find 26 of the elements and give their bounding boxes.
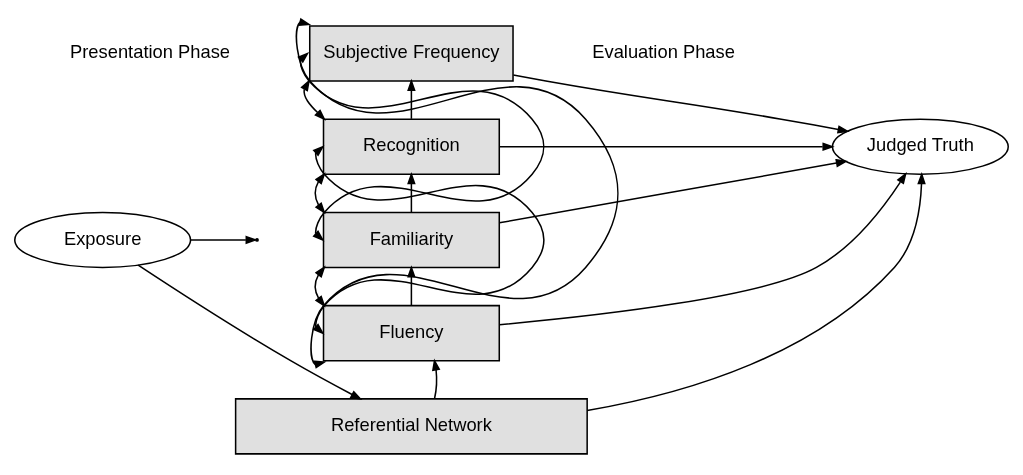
- arrow: [137, 263, 363, 400]
- arrow: [431, 357, 441, 399]
- arrow: [297, 51, 545, 241]
- arrow: [314, 265, 326, 307]
- arrow: [314, 171, 326, 214]
- arrow: [407, 171, 416, 213]
- arrow: [407, 78, 416, 120]
- node-box: Familiarity: [322, 211, 501, 268]
- node-ellipse: Exposure: [14, 211, 192, 268]
- node-box: Subjective Frequency: [309, 24, 514, 82]
- node-box: Referential Network: [234, 397, 588, 455]
- node-box: Fluency: [322, 304, 501, 361]
- arrow: [498, 171, 907, 325]
- arrow: [512, 73, 850, 134]
- arrow: [300, 78, 326, 121]
- label: Evaluation Phase: [592, 40, 735, 62]
- arrow: [295, 17, 619, 369]
- arrow: [586, 171, 926, 411]
- node-box: Recognition: [322, 117, 501, 175]
- arrow: [407, 264, 416, 306]
- arrow: [498, 141, 835, 151]
- arrow: [189, 235, 258, 244]
- arrow: [498, 158, 849, 224]
- label: Presentation Phase: [70, 40, 231, 62]
- arrow: [312, 144, 545, 335]
- node-ellipse: Judged Truth: [831, 117, 1009, 175]
